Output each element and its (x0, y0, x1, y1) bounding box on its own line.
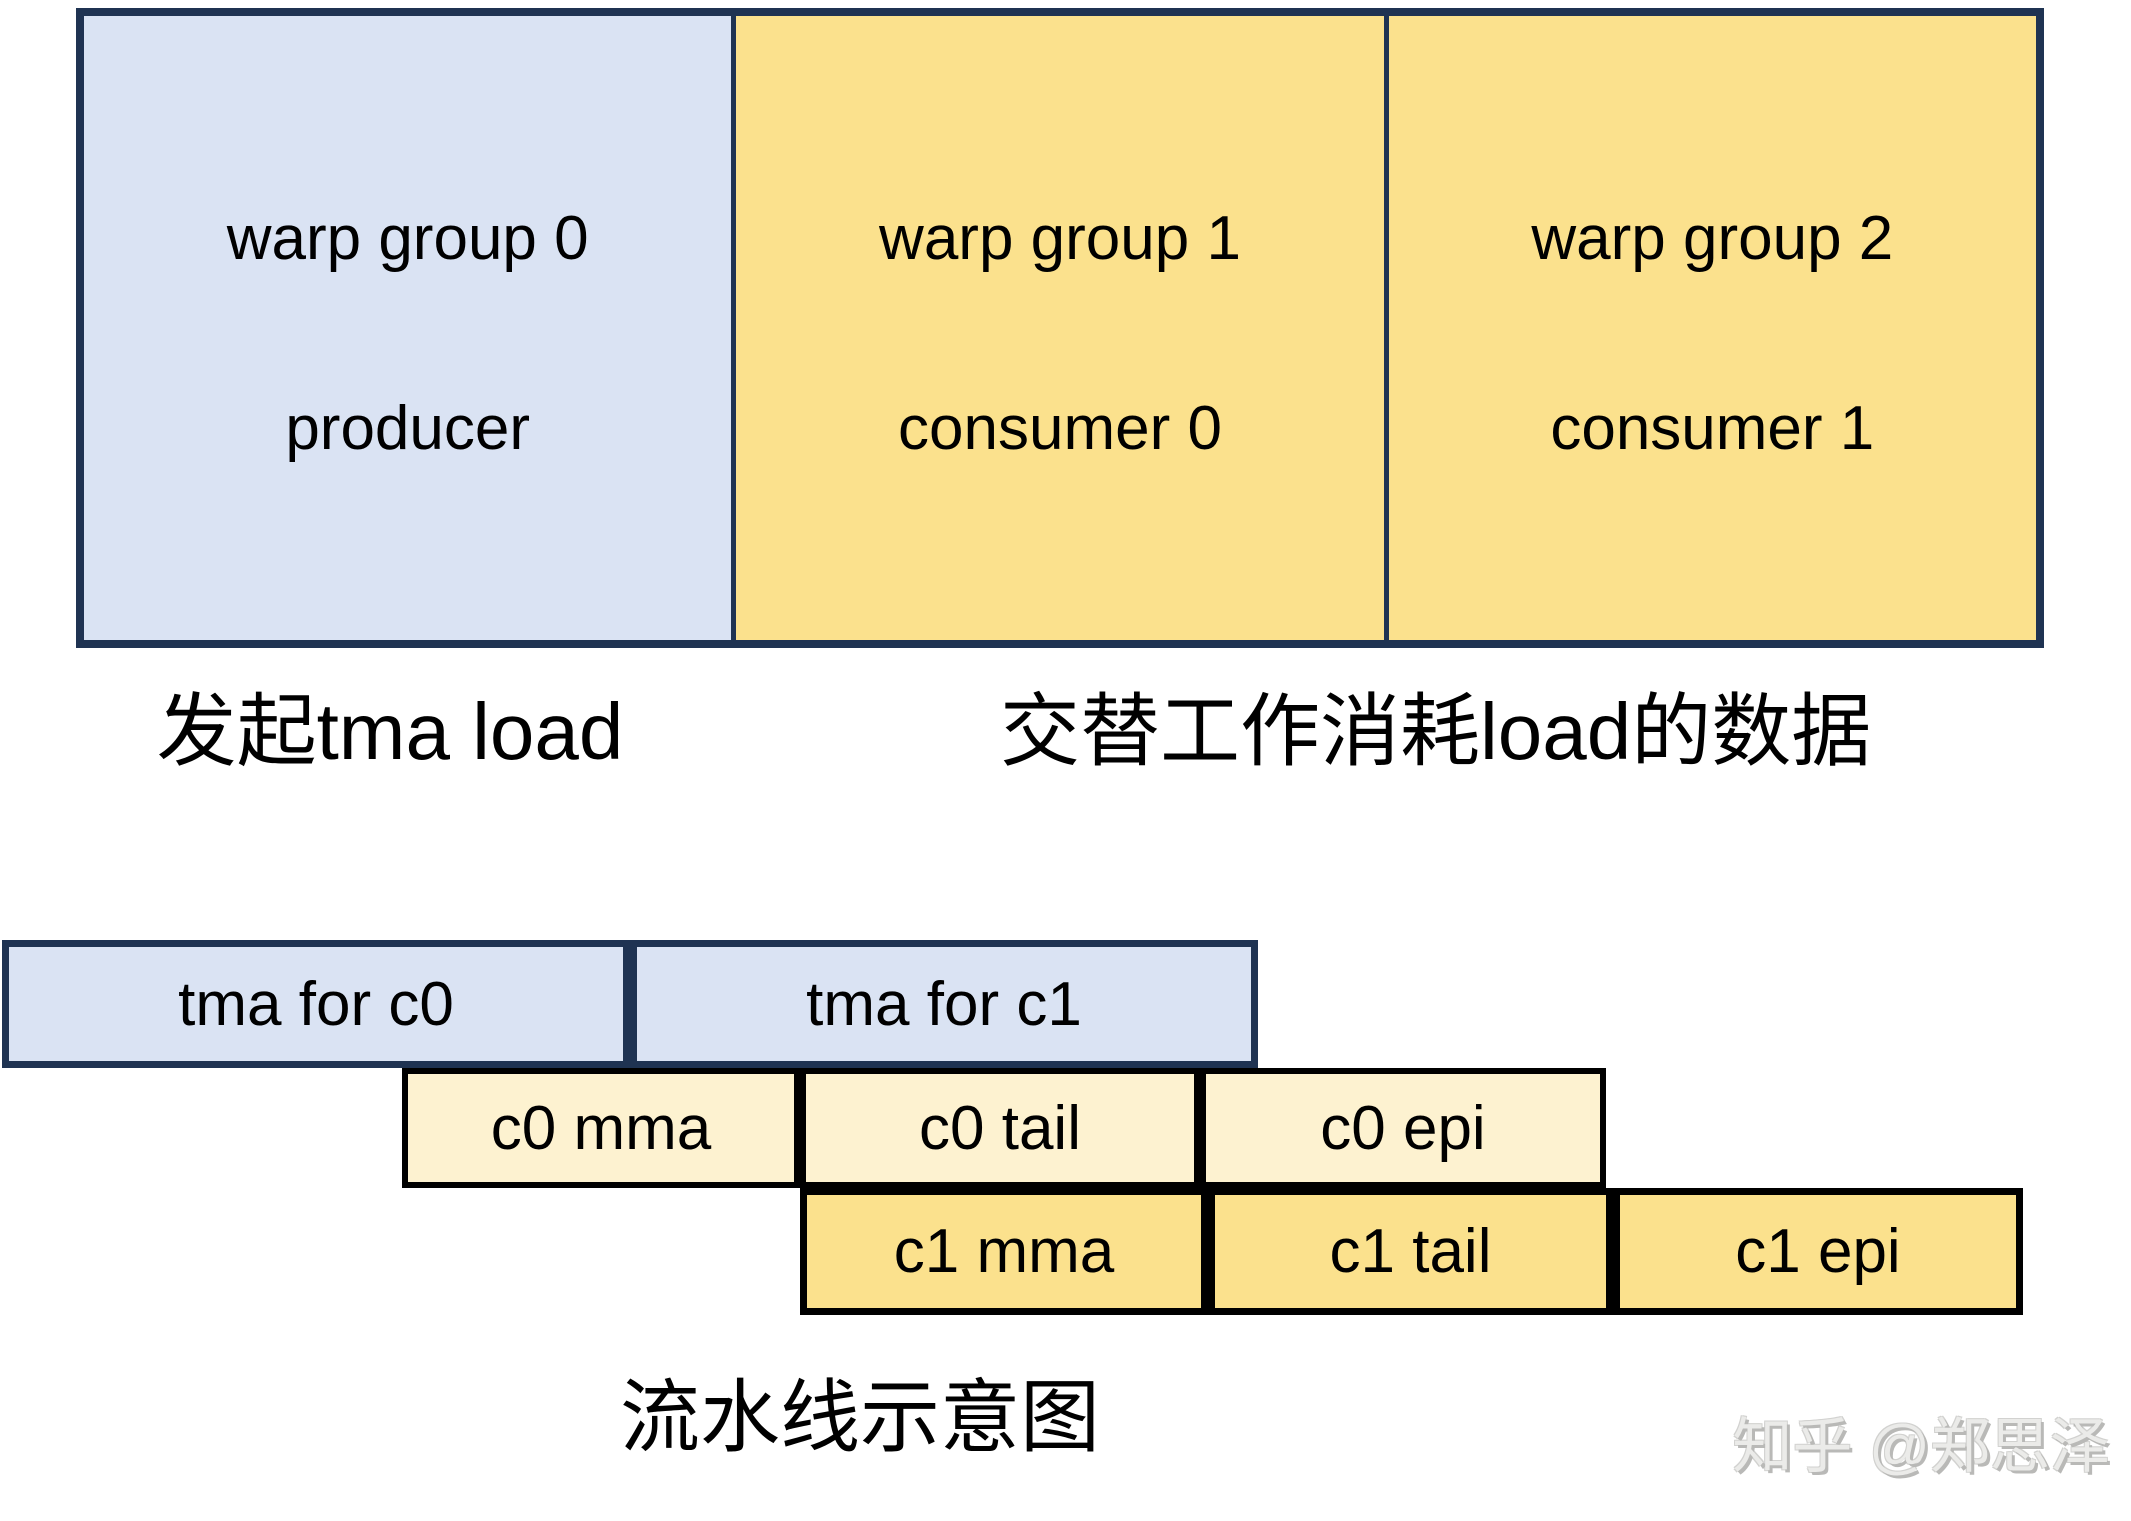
pipeline-title: 流水线示意图 (620, 1373, 1100, 1462)
warp-group-1-role: consumer 0 (898, 394, 1222, 463)
pipeline-box-c1-mma-label: c1 mma (893, 1217, 1115, 1286)
pipeline-box-c0-mma: c0 mma (402, 1068, 800, 1188)
pipeline-box-c0-epi: c0 epi (1200, 1068, 1606, 1188)
pipeline-box-c1-tail: c1 tail (1208, 1188, 1613, 1315)
pipeline-box-c0-tail: c0 tail (800, 1068, 1200, 1188)
consumer-note: 交替工作消耗load的数据 (1000, 687, 1872, 776)
pipeline-box-c0-epi-label: c0 epi (1320, 1093, 1486, 1163)
pipeline-box-tma-c0-label: tma for c0 (178, 969, 454, 1039)
pipeline-box-c1-epi: c1 epi (1613, 1188, 2023, 1315)
watermark: 知乎 @郑思泽 (1732, 1413, 2110, 1480)
warp-group-2-title: warp group 2 (1531, 204, 1894, 273)
warp-group-0-title: warp group 0 (226, 204, 589, 273)
warp-group-2-role: consumer 1 (1550, 394, 1875, 463)
pipeline-box-tma-c1-label: tma for c1 (806, 969, 1082, 1039)
pipeline-box-tma-c0: tma for c0 (2, 940, 630, 1068)
pipeline-box-c1-mma: c1 mma (800, 1188, 1208, 1315)
pipeline-box-c0-tail-label: c0 tail (919, 1093, 1081, 1163)
pipeline-box-c1-tail-label: c1 tail (1329, 1217, 1492, 1286)
warp-group-container: warp group 0 producer warp group 1 consu… (76, 8, 2044, 648)
warp-group-1-box: warp group 1 consumer 0 (731, 16, 1384, 640)
pipeline-box-c1-epi-label: c1 epi (1735, 1217, 1901, 1286)
warp-group-2-box: warp group 2 consumer 1 (1383, 16, 2036, 640)
warp-group-0-box: warp group 0 producer (84, 16, 732, 640)
pipeline-box-tma-c1: tma for c1 (630, 940, 1258, 1068)
producer-note: 发起tma load (156, 687, 624, 776)
warp-group-1-title: warp group 1 (879, 204, 1241, 273)
warp-group-0-role: producer (285, 394, 531, 463)
pipeline-box-c0-mma-label: c0 mma (490, 1093, 712, 1163)
